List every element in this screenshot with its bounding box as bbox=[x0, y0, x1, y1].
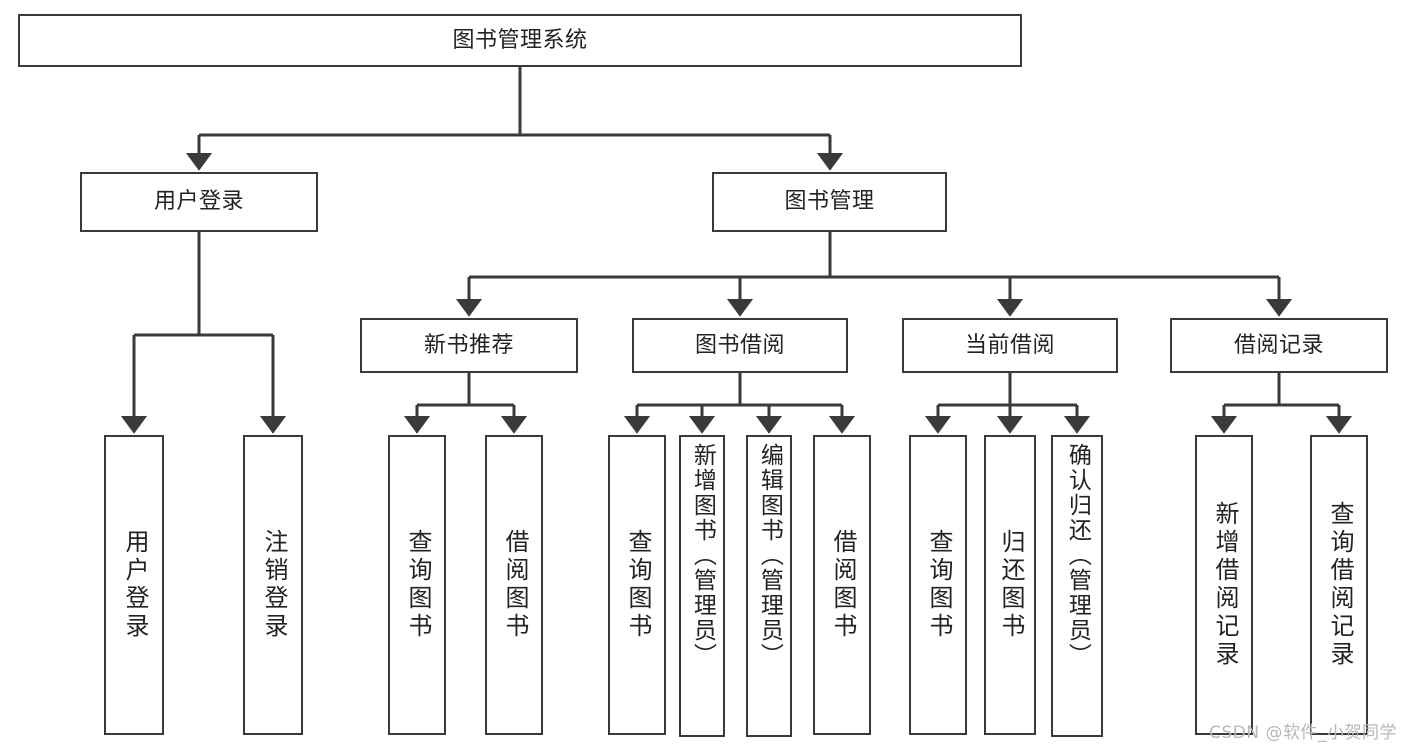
node-leaf-user-login-label: 用户登录 bbox=[120, 529, 149, 641]
node-new-book-recommend-label: 新书推荐 bbox=[423, 332, 514, 358]
node-user-login-label: 用户登录 bbox=[153, 189, 244, 215]
node-book-borrow[interactable]: 图书借阅 bbox=[632, 318, 848, 373]
node-leaf-borrow-book-1[interactable]: 借阅图书 bbox=[485, 435, 543, 735]
node-leaf-query-book-3-label: 查询图书 bbox=[924, 529, 953, 641]
node-leaf-query-book-1-label: 查询图书 bbox=[403, 529, 432, 641]
node-leaf-add-record[interactable]: 新增借阅记录 bbox=[1195, 435, 1253, 735]
node-borrow-record[interactable]: 借阅记录 bbox=[1170, 318, 1388, 373]
node-borrow-record-label: 借阅记录 bbox=[1233, 332, 1324, 358]
node-leaf-add-book[interactable]: 新增图书（管理员） bbox=[679, 435, 725, 737]
node-root-label: 图书管理系统 bbox=[452, 27, 588, 53]
watermark-text: CSDN @软件_小贺同学 bbox=[1209, 723, 1397, 743]
node-leaf-borrow-book-1-label: 借阅图书 bbox=[500, 529, 529, 641]
node-leaf-return-book[interactable]: 归还图书 bbox=[984, 435, 1036, 735]
node-leaf-borrow-book-2-label: 借阅图书 bbox=[828, 529, 857, 641]
node-leaf-query-book-2[interactable]: 查询图书 bbox=[608, 435, 666, 735]
node-leaf-query-book-1[interactable]: 查询图书 bbox=[388, 435, 446, 735]
node-new-book-recommend[interactable]: 新书推荐 bbox=[360, 318, 578, 373]
node-leaf-logout-label: 注销登录 bbox=[259, 529, 288, 641]
node-leaf-borrow-book-2[interactable]: 借阅图书 bbox=[813, 435, 871, 735]
node-leaf-logout[interactable]: 注销登录 bbox=[243, 435, 303, 735]
node-current-borrow[interactable]: 当前借阅 bbox=[902, 318, 1118, 373]
node-book-manage[interactable]: 图书管理 bbox=[712, 172, 947, 232]
node-leaf-query-book-2-label: 查询图书 bbox=[623, 529, 652, 641]
node-leaf-edit-book[interactable]: 编辑图书（管理员） bbox=[746, 435, 792, 737]
node-leaf-return-book-label: 归还图书 bbox=[996, 529, 1025, 641]
node-current-borrow-label: 当前借阅 bbox=[964, 332, 1055, 358]
node-book-manage-label: 图书管理 bbox=[784, 189, 875, 215]
node-leaf-confirm-return-label: 确认归还（管理员） bbox=[1064, 443, 1091, 668]
node-leaf-query-record[interactable]: 查询借阅记录 bbox=[1310, 435, 1368, 735]
node-leaf-edit-book-label: 编辑图书（管理员） bbox=[756, 443, 783, 668]
node-user-login[interactable]: 用户登录 bbox=[80, 172, 318, 232]
node-root[interactable]: 图书管理系统 bbox=[18, 14, 1022, 67]
node-book-borrow-label: 图书借阅 bbox=[694, 332, 785, 358]
node-leaf-confirm-return[interactable]: 确认归还（管理员） bbox=[1051, 435, 1103, 737]
node-leaf-query-record-label: 查询借阅记录 bbox=[1325, 501, 1354, 669]
node-leaf-user-login[interactable]: 用户登录 bbox=[104, 435, 164, 735]
node-leaf-add-book-label: 新增图书（管理员） bbox=[689, 443, 716, 668]
node-leaf-query-book-3[interactable]: 查询图书 bbox=[909, 435, 967, 735]
node-leaf-add-record-label: 新增借阅记录 bbox=[1210, 501, 1239, 669]
